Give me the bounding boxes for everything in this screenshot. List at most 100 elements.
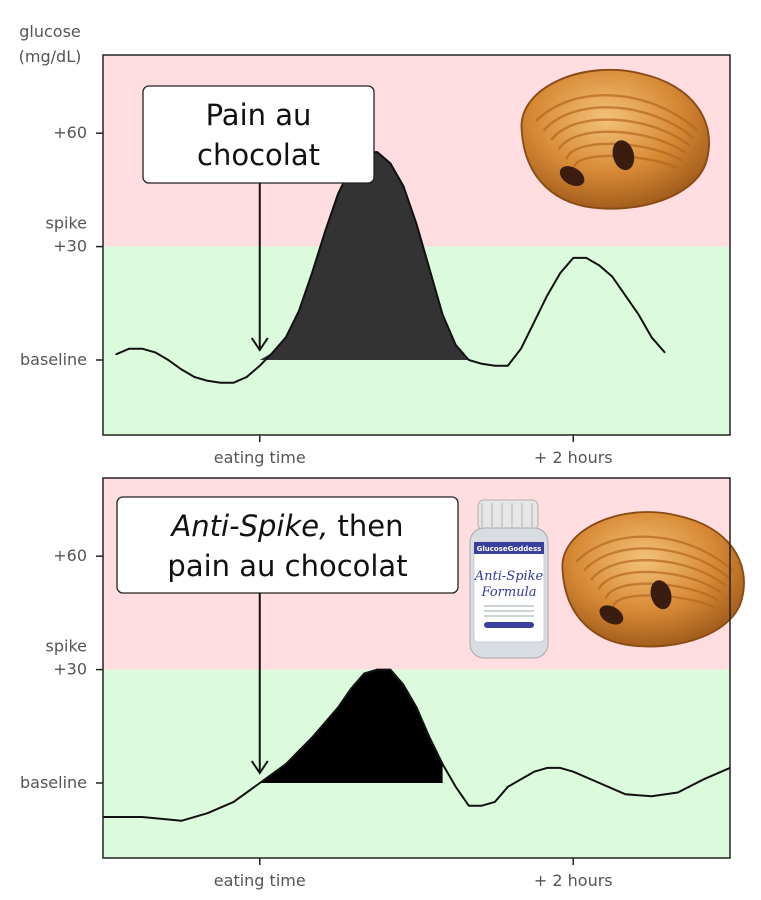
glucose-point: [141, 816, 143, 818]
y-tick-label: baseline: [20, 773, 87, 792]
glucose-point: [546, 294, 548, 297]
y-axis-label-line: (mg/dL): [19, 47, 82, 66]
glucose-point: [559, 767, 561, 769]
glucose-point: [232, 801, 235, 803]
y-tick-label: +60: [53, 123, 87, 142]
glucose-point: [454, 344, 457, 346]
glucose-point: [572, 770, 575, 773]
callout-box: [116, 496, 459, 594]
glucose-point: [481, 804, 483, 807]
glucose-point: [180, 820, 183, 822]
glucose-point: [206, 812, 209, 814]
y-axis-label: glucose (mg/dL): [19, 22, 82, 66]
glucose-point: [245, 376, 248, 378]
chocolate-right: [612, 140, 635, 171]
glucose-point: [572, 257, 575, 259]
glucose-point: [154, 351, 157, 354]
pain-au-chocolat-icon: [561, 511, 745, 648]
glucose-point: [663, 351, 666, 354]
y-tick-label: baseline: [20, 350, 87, 369]
glucose-point: [180, 368, 183, 371]
glucose-point: [337, 192, 339, 195]
y-axis-label-line: glucose: [19, 22, 81, 41]
y-tick-label: spike+30: [46, 637, 87, 679]
glucose-point: [468, 804, 470, 807]
glucose-point: [585, 257, 588, 259]
x-tick-label: eating time: [214, 448, 306, 467]
glucose-point: [298, 310, 300, 312]
y-tick-label-line: +60: [53, 123, 87, 142]
y-tick-label-line: baseline: [20, 350, 87, 369]
bottle-name-line2: Formula: [481, 585, 537, 600]
glucose-point: [206, 380, 209, 382]
glucose-line: [103, 668, 731, 822]
glucose-point: [115, 353, 117, 356]
glucose-point: [232, 381, 235, 384]
glucose-point: [624, 294, 627, 297]
glucose-point: [285, 336, 287, 339]
spike-area: [259, 669, 443, 783]
glucose-point: [376, 151, 379, 153]
y-tick-label-line: +30: [53, 237, 87, 256]
glucose-point: [389, 162, 392, 165]
bottle-cap: [477, 499, 539, 531]
pastry-layer: [575, 535, 734, 572]
callout-box: [142, 85, 375, 184]
glucose-point: [259, 782, 261, 784]
glucose-point: [441, 313, 444, 316]
glucose-point: [533, 770, 535, 773]
plot-frame: [102, 54, 731, 436]
y-tick-label-line: spike: [46, 214, 87, 233]
glucose-point: [650, 795, 653, 797]
glucose-point: [402, 683, 405, 686]
glucose-point: [677, 791, 679, 794]
pain-au-chocolat-icon: [520, 68, 710, 210]
pastry-layer: [550, 118, 691, 147]
glucose-point: [559, 272, 561, 274]
glucose-point: [167, 359, 170, 361]
glucose-point: [193, 376, 196, 378]
y-tick-label-line: baseline: [20, 773, 87, 792]
glucose-point: [141, 347, 143, 350]
glucose-point: [376, 668, 379, 671]
glucose-point: [650, 336, 653, 339]
y-tick-label: +60: [53, 546, 87, 565]
glucose-point: [285, 763, 287, 765]
glucose-point: [311, 736, 313, 739]
bottle-brand: GlucoseGoddess: [477, 545, 542, 553]
glucose-point: [494, 364, 496, 367]
glucose-point: [520, 778, 522, 780]
glucose-point: [259, 364, 261, 367]
glucose-point: [546, 767, 548, 769]
glucose-point: [350, 687, 353, 690]
glucose-point: [219, 381, 222, 384]
callout-run: then: [328, 509, 403, 543]
pastry-layer: [590, 559, 727, 587]
callout-line: pain au chocolat: [167, 549, 407, 583]
callout-line: Anti-Spike, then: [169, 509, 403, 543]
glucose-point: [454, 786, 457, 788]
chocolate-left: [599, 605, 624, 625]
glucose-point: [389, 668, 392, 671]
chocolate-left: [559, 166, 585, 187]
glucose-point: [507, 364, 509, 367]
glucose-point: [311, 272, 313, 274]
brand-bar: [474, 542, 544, 554]
glucose-point: [598, 264, 601, 267]
pastry-layer: [535, 94, 699, 132]
bottle-badge: [484, 622, 534, 628]
pastry-layer: [597, 570, 723, 594]
callout-line: chocolat: [197, 138, 320, 172]
glucose-point: [324, 721, 326, 724]
glucose-point: [611, 276, 614, 278]
glucose-point: [128, 347, 130, 350]
glucose-point: [481, 363, 483, 365]
pastry-layer: [582, 547, 730, 580]
glucose-point: [337, 706, 339, 709]
pastry-layer: [557, 130, 687, 155]
glucose-point: [520, 347, 522, 350]
glucose-point: [624, 793, 627, 796]
callout-arrow-head: [250, 760, 269, 775]
